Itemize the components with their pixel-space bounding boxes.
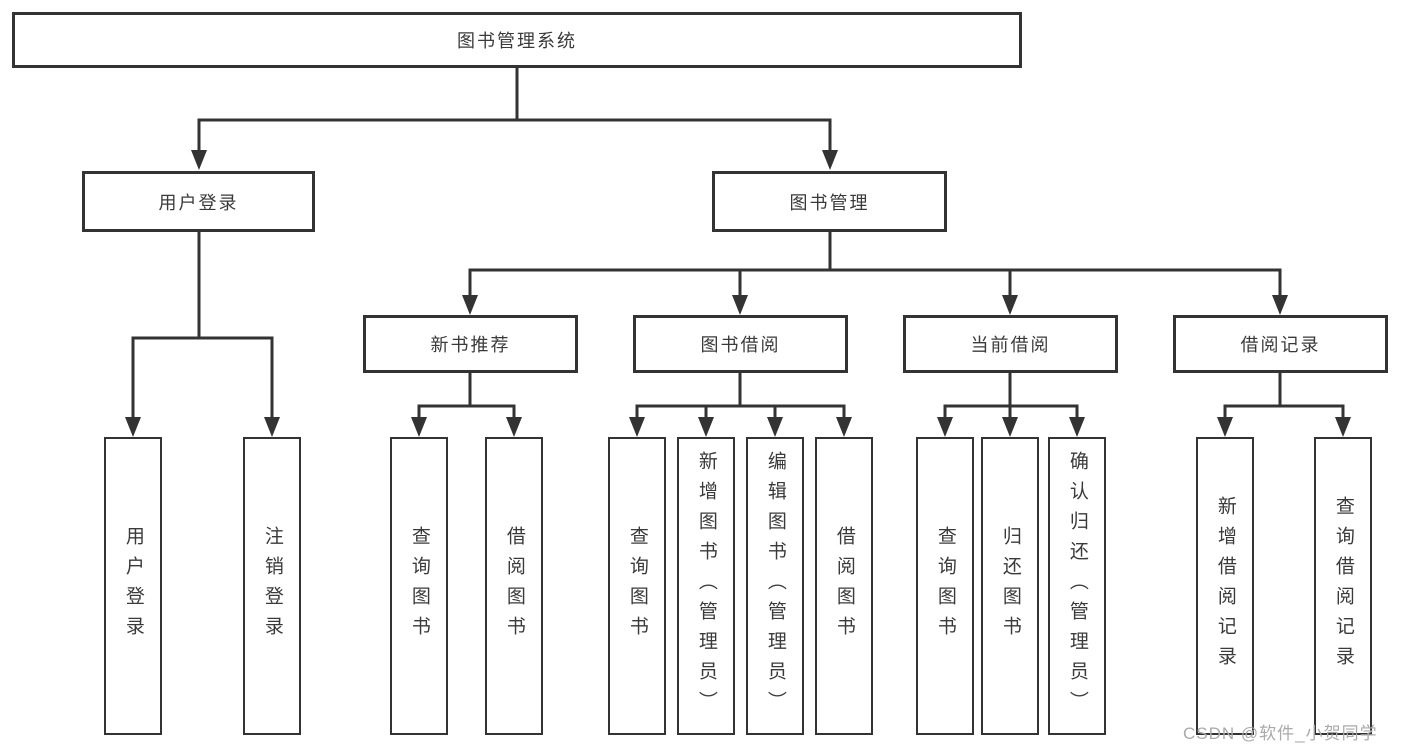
- node-leaf-logout: 注销登录: [243, 437, 301, 735]
- node-root: 图书管理系统: [12, 12, 1022, 68]
- node-borrow-records: 借阅记录: [1173, 315, 1388, 373]
- node-leaf-query-books-1: 查询图书: [390, 437, 448, 735]
- leaf-label: 查询图书: [408, 526, 430, 646]
- node-leaf-add-borrow-record: 新增借阅记录: [1196, 437, 1254, 735]
- leaf-label: 新增图书（管理员）: [695, 451, 717, 721]
- node-leaf-edit-books: 编辑图书（管理员）: [746, 437, 804, 735]
- node-book-management: 图书管理: [712, 171, 947, 232]
- node-leaf-borrow-books-1: 借阅图书: [485, 437, 543, 735]
- node-book-borrow: 图书借阅: [633, 315, 848, 373]
- node-leaf-return-books: 归还图书: [981, 437, 1039, 735]
- watermark: CSDN @软件_小贺同学: [1183, 724, 1378, 743]
- leaf-label: 注销登录: [261, 526, 283, 646]
- node-leaf-user-login: 用户登录: [104, 437, 162, 735]
- node-user-login: 用户登录: [82, 171, 315, 232]
- leaf-label: 查询图书: [934, 526, 956, 646]
- leaf-label: 查询借阅记录: [1332, 496, 1354, 676]
- node-leaf-query-books-3: 查询图书: [916, 437, 974, 735]
- node-leaf-borrow-books-2: 借阅图书: [815, 437, 873, 735]
- leaf-label: 查询图书: [626, 526, 648, 646]
- leaf-label: 用户登录: [122, 526, 144, 646]
- leaf-label: 借阅图书: [503, 526, 525, 646]
- node-leaf-confirm-return: 确认归还（管理员）: [1048, 437, 1106, 735]
- leaf-label: 借阅图书: [833, 526, 855, 646]
- node-leaf-add-books: 新增图书（管理员）: [677, 437, 735, 735]
- leaf-label: 归还图书: [999, 526, 1021, 646]
- node-leaf-query-books-2: 查询图书: [608, 437, 666, 735]
- node-new-book-recommend: 新书推荐: [363, 315, 578, 373]
- leaf-label: 确认归还（管理员）: [1066, 451, 1088, 721]
- leaf-label: 编辑图书（管理员）: [764, 451, 786, 721]
- node-leaf-query-borrow-record: 查询借阅记录: [1314, 437, 1372, 735]
- leaf-label: 新增借阅记录: [1214, 496, 1236, 676]
- node-current-borrow: 当前借阅: [903, 315, 1118, 373]
